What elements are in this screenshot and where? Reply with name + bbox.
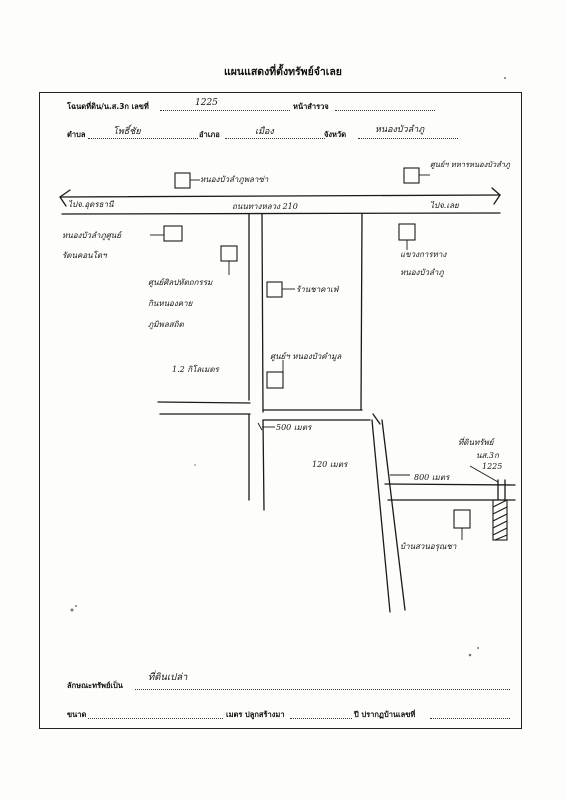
page-line: [335, 110, 435, 111]
label-temple: ศูนย์ฯ หนองบัวคำมูล: [270, 352, 342, 361]
label-right-place: ไปจ.เลย: [430, 201, 459, 210]
subdistrict-value: โพธิ์ชัย: [113, 127, 141, 137]
label-left-hospital: หนองบัวลำภูศูนย์: [62, 231, 121, 240]
box-right-office: [398, 223, 416, 241]
label-bottom-shop: บ้านสวนอรุณชา: [400, 542, 457, 551]
box-top-store: [174, 172, 191, 189]
box-top-right: [403, 167, 420, 184]
province-label: จังหวัด: [324, 130, 347, 139]
label-right-office: แขวงการทาง: [400, 250, 447, 259]
label-center-building-3: ภูมิพลสถิต: [148, 320, 184, 329]
size-line: [88, 718, 223, 719]
road-side-left-top: [157, 401, 251, 404]
box-left-hospital: [163, 225, 183, 242]
label-target-deed: นส.3ก: [476, 451, 499, 460]
property-value: ที่ดินเปล่า: [148, 672, 188, 683]
page-label: หน้าสำรวจ: [293, 102, 329, 111]
label-center-building-1: ศูนย์ศิลปหัตถกรรม: [148, 278, 213, 287]
label-target: ที่ดินทรัพย์: [458, 438, 494, 447]
district-line: [225, 138, 325, 139]
label-center-building-2: กินหนองคาย: [148, 299, 193, 308]
province-line: [358, 138, 458, 139]
label-road-name: ถนนทางหลวง 210: [232, 202, 298, 211]
deed-value: 1225: [195, 98, 218, 108]
page-title: แผนแสดงที่ตั้งทรัพย์จำเลย: [224, 66, 342, 78]
document-frame: [39, 92, 522, 729]
built-line: [290, 718, 352, 719]
district-label: อำเภอ: [199, 130, 220, 139]
road-branch-top: [384, 483, 516, 486]
label-cafe: ร้านชาคาเฟ่: [296, 285, 339, 294]
size-label: ขนาด: [67, 710, 87, 719]
label-target-number: 1225: [482, 462, 503, 471]
deed-line: [160, 110, 290, 111]
target-parcel: [492, 499, 508, 541]
highway-line-bottom: [61, 212, 501, 215]
road-right-b: [381, 419, 406, 611]
box-center-1: [220, 245, 238, 262]
highway-line-top: [59, 194, 501, 198]
box-cafe: [266, 281, 283, 298]
property-label: ลักษณะทรัพย์เป็น: [67, 681, 123, 690]
box-bottom-shop: [453, 509, 471, 529]
label-right-office-2: หนองบัวลำภู: [400, 268, 444, 277]
label-distance-1: 1.2 กิโลเมตร: [172, 365, 219, 374]
deed-label: โฉนดที่ดิน/น.ส.3ก เลขที่: [67, 102, 149, 111]
label-top-right-store: ศูนย์ฯ ทหารหนองบัวลำภู: [430, 160, 510, 169]
label-distance-2: 500 เมตร: [276, 423, 312, 432]
property-line: [135, 689, 510, 690]
province-value: หนองบัวลำภู: [375, 125, 425, 135]
meters-label: เมตร ปลูกสร้างมา: [226, 710, 285, 719]
subdistrict-line: [88, 138, 198, 139]
label-top-store: หนองบัวลำภูพลาซ่า: [200, 175, 269, 184]
year-label: ปี ปรากฏบ้านเลขที่: [354, 710, 416, 719]
label-left-hospital-2: รัตนคอนโดฯ: [62, 251, 107, 260]
house-number-line: [430, 718, 510, 719]
district-value: เมือง: [255, 127, 274, 137]
road-right-a: [371, 419, 391, 613]
subdistrict-label: ตำบล: [67, 130, 86, 139]
label-distance-3: 120 เมตร: [312, 460, 348, 469]
box-temple: [266, 371, 284, 389]
label-distance-4: 800 เมตร: [414, 473, 450, 482]
road-vertical-right: [261, 213, 264, 413]
label-left-place: ไปจ.อุดรธานี: [68, 200, 114, 209]
